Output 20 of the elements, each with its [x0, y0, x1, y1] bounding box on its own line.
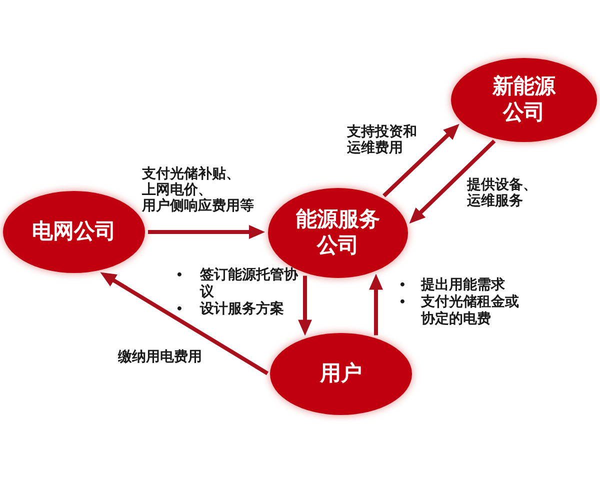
bullet: •	[400, 293, 405, 310]
arrow	[382, 122, 461, 198]
node-label: 用户	[318, 361, 363, 387]
arrow	[148, 225, 265, 239]
arrow	[298, 276, 312, 336]
note-text: 设计服务方案	[200, 300, 285, 317]
note-text: 支付光储租金或协定的电费	[421, 293, 520, 327]
note-text: 签订能源托管协议	[200, 266, 300, 300]
node-label: 新能源公司	[491, 74, 557, 126]
bullet: •	[400, 276, 405, 293]
ellipse-node	[270, 333, 412, 415]
arrow	[408, 140, 496, 226]
ellipse-node	[451, 58, 597, 142]
node-label: 能源服务公司	[295, 207, 381, 259]
note-text: 提出用能需求	[421, 276, 506, 293]
bullet: •	[177, 266, 182, 283]
arrow	[99, 270, 269, 376]
node-label: 电网公司	[31, 219, 117, 245]
arrow	[369, 274, 383, 336]
bullet: •	[177, 300, 182, 317]
